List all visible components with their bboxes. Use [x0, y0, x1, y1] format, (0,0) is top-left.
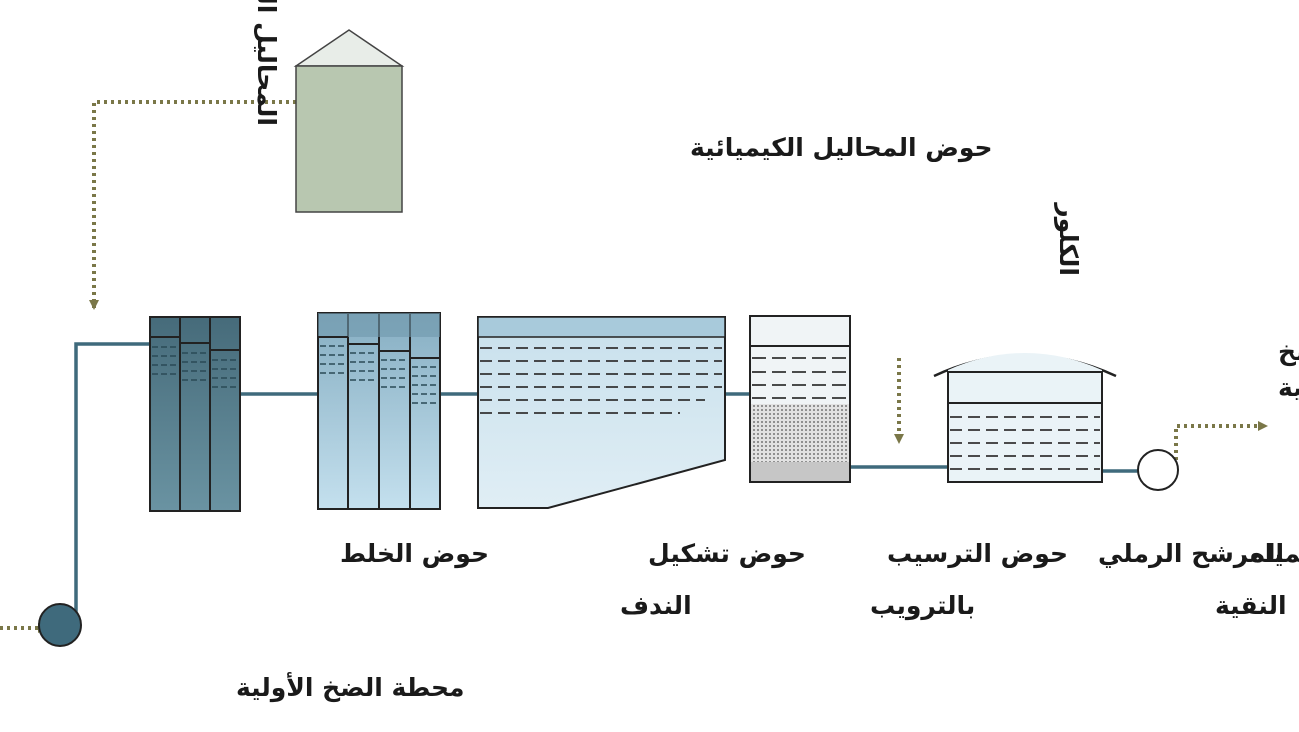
flocculation-label-line1: حوض تشكيل [648, 539, 806, 569]
flocculation-tank [317, 312, 441, 510]
sedimentation-tank [477, 316, 726, 509]
mixing-tank-label: حوض الخلط [340, 539, 489, 569]
chemical-solutions-label: المحاليل الكيميائية [252, 0, 281, 126]
sand-filter-label: المرشح الرملي [1098, 539, 1284, 569]
mixing-tank [149, 316, 241, 512]
chlorine-label: الكلور [1053, 201, 1083, 276]
settling-tank [749, 315, 851, 483]
raw-pipe [74, 342, 150, 615]
raw-pump-circle [38, 603, 82, 647]
chemical-tank-label: حوض المحاليل الكيميائية [690, 133, 993, 163]
dotted-flows [0, 100, 1268, 633]
clean-storage-circle [1137, 449, 1179, 491]
silo-roof [293, 29, 405, 67]
chemical-silo [293, 29, 405, 213]
pipes [74, 342, 1138, 615]
raw-pump-label: محطة الضخ الأولية [236, 672, 465, 703]
flocculation-label-line2: الندف [620, 591, 692, 620]
chemical-feed-line [89, 100, 296, 310]
clean-pump-label-line2: المياه النقية [1278, 373, 1299, 402]
sand-filter-tank [933, 353, 1117, 483]
sedimentation-label-line1: حوض الترسيب [887, 539, 1068, 569]
clean-storage-label-line1: خزان المياه [1250, 539, 1299, 569]
clean-storage-label-line2: النقية [1215, 591, 1287, 620]
sedimentation-label-line2: بالترويب [870, 591, 975, 621]
clean-outflow-line [1174, 421, 1268, 460]
silo-body [295, 65, 403, 213]
clean-pump-label-line1: محطة ضخ [1278, 337, 1299, 367]
